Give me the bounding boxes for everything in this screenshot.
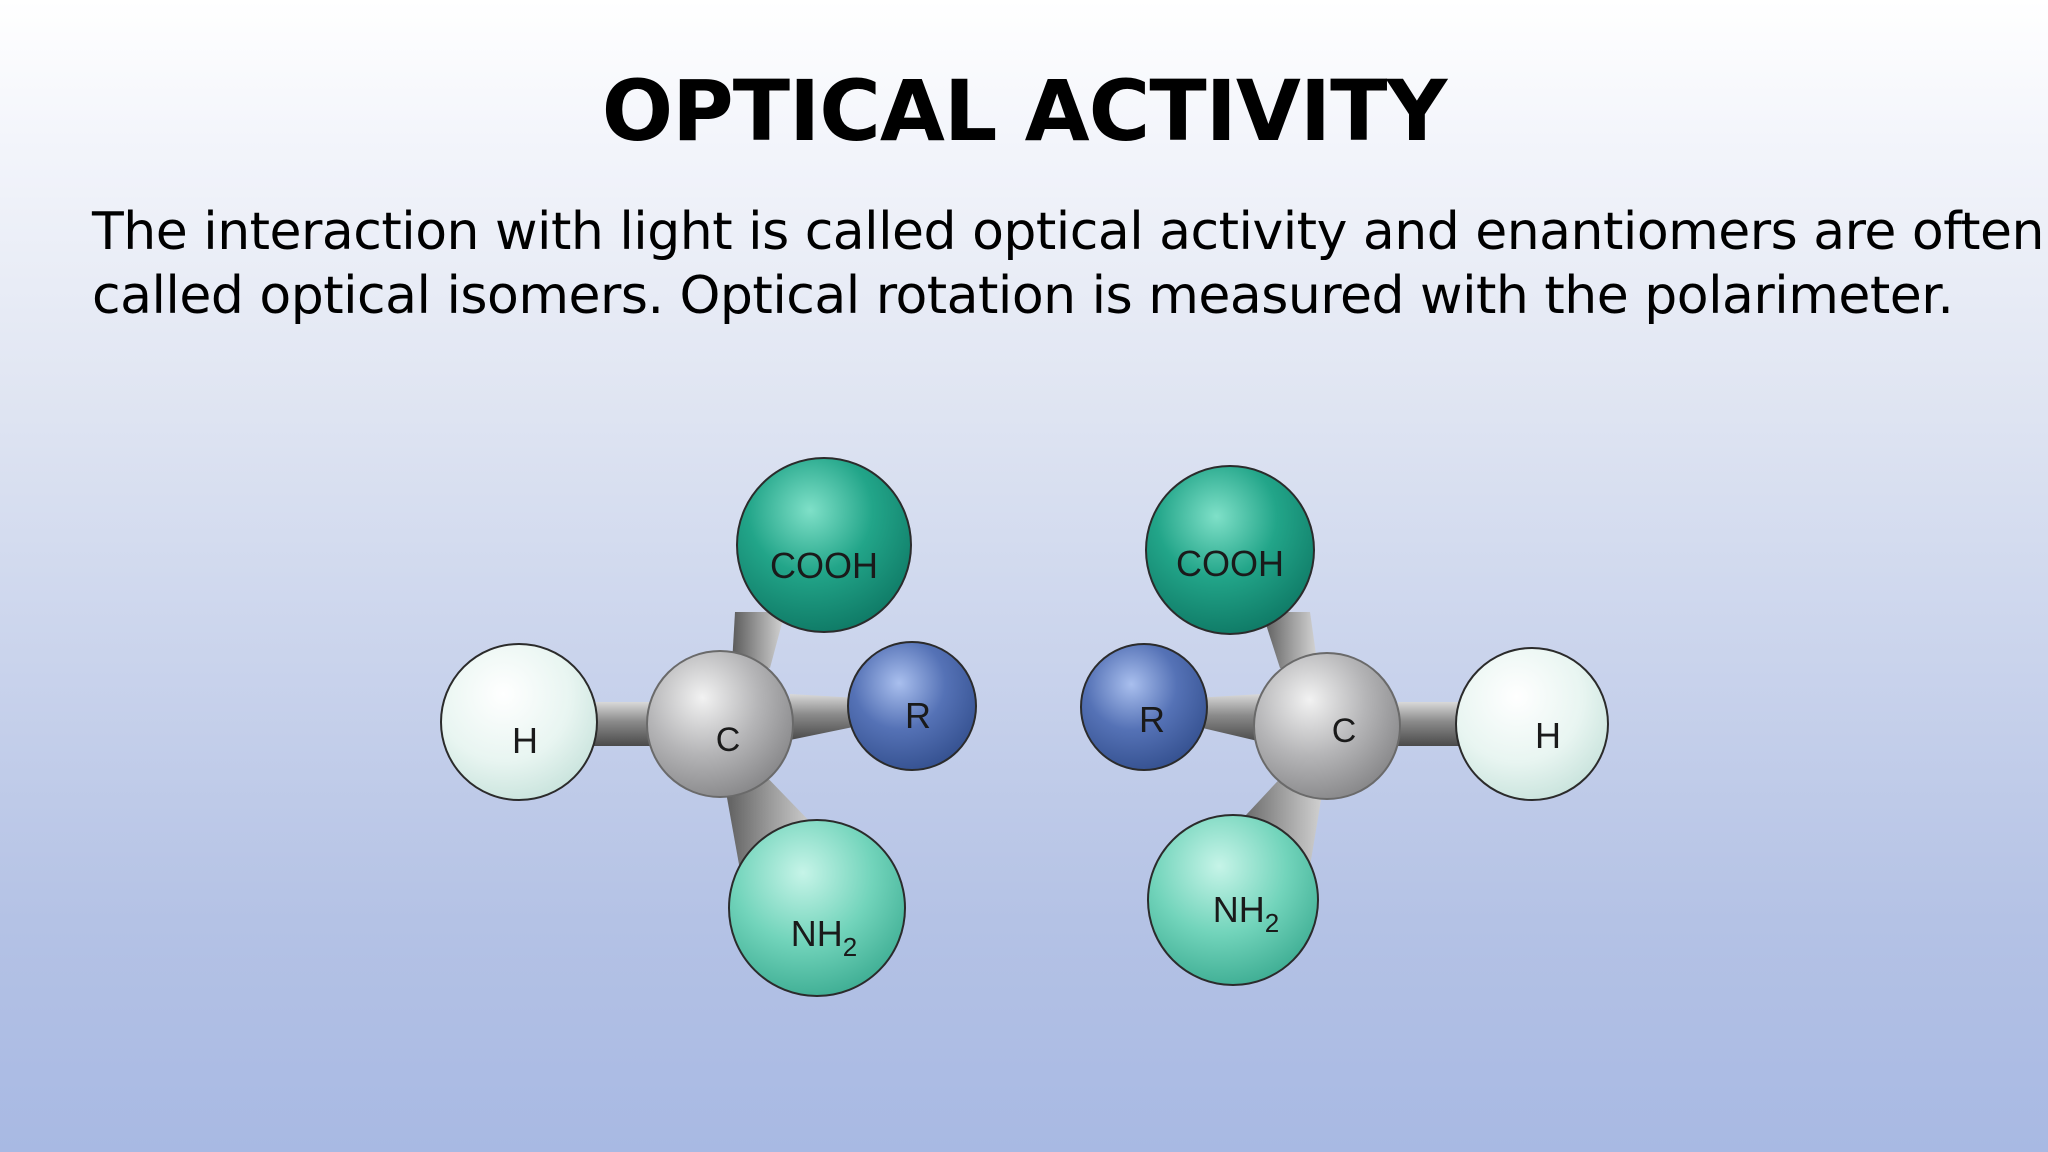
- atom-cooh-left: [736, 457, 912, 633]
- atom-nh2-right: [1147, 814, 1319, 986]
- atom-nh2-left: [728, 819, 906, 997]
- atom-r-right: [1080, 643, 1208, 771]
- nh-text: NH: [791, 913, 843, 954]
- slide-title: OPTICAL ACTIVITY: [601, 62, 1448, 160]
- atom-r-right-label: R: [1139, 699, 1165, 740]
- molecule-left: H C COOH R NH2: [440, 457, 977, 997]
- atom-r-left: [847, 641, 977, 771]
- bond-c-h-left: [592, 702, 660, 746]
- molecule-right: R C COOH H NH2: [1080, 465, 1609, 986]
- body-line-2: called optical isomers. Optical rotation…: [92, 266, 1954, 326]
- body-line-1: The interaction with light is called opt…: [92, 202, 2044, 262]
- bond-c-nh2-left: [722, 770, 818, 870]
- atom-nh2-left-label: NH2: [791, 913, 857, 962]
- nh-text: NH: [1213, 889, 1265, 930]
- atom-h-left: [440, 643, 598, 801]
- atom-h-left-label: H: [512, 720, 538, 761]
- atom-h-right-label: H: [1535, 715, 1561, 756]
- atom-cooh-left-label: COOH: [770, 545, 878, 586]
- bond-c-h-right: [1398, 702, 1462, 746]
- atom-nh2-right-label: NH2: [1213, 889, 1279, 938]
- atom-h-right: [1455, 647, 1609, 801]
- atom-r-left-label: R: [905, 695, 931, 736]
- atom-c-left-label: C: [716, 721, 741, 759]
- nh2-subscript: 2: [1265, 908, 1279, 938]
- atom-cooh-right-label: COOH: [1176, 543, 1284, 584]
- slide-body-text: The interaction with light is called opt…: [92, 200, 2044, 328]
- atom-c-left: [646, 650, 794, 798]
- bond-c-cooh-right: [1262, 612, 1318, 668]
- bond-c-r-right: [1194, 694, 1262, 742]
- atom-cooh-right: [1145, 465, 1315, 635]
- bond-c-r-left: [790, 694, 858, 740]
- atom-c-right: [1253, 652, 1401, 800]
- bond-c-cooh-left: [732, 612, 785, 668]
- atom-c-right-label: C: [1332, 712, 1357, 750]
- nh2-subscript: 2: [843, 932, 857, 962]
